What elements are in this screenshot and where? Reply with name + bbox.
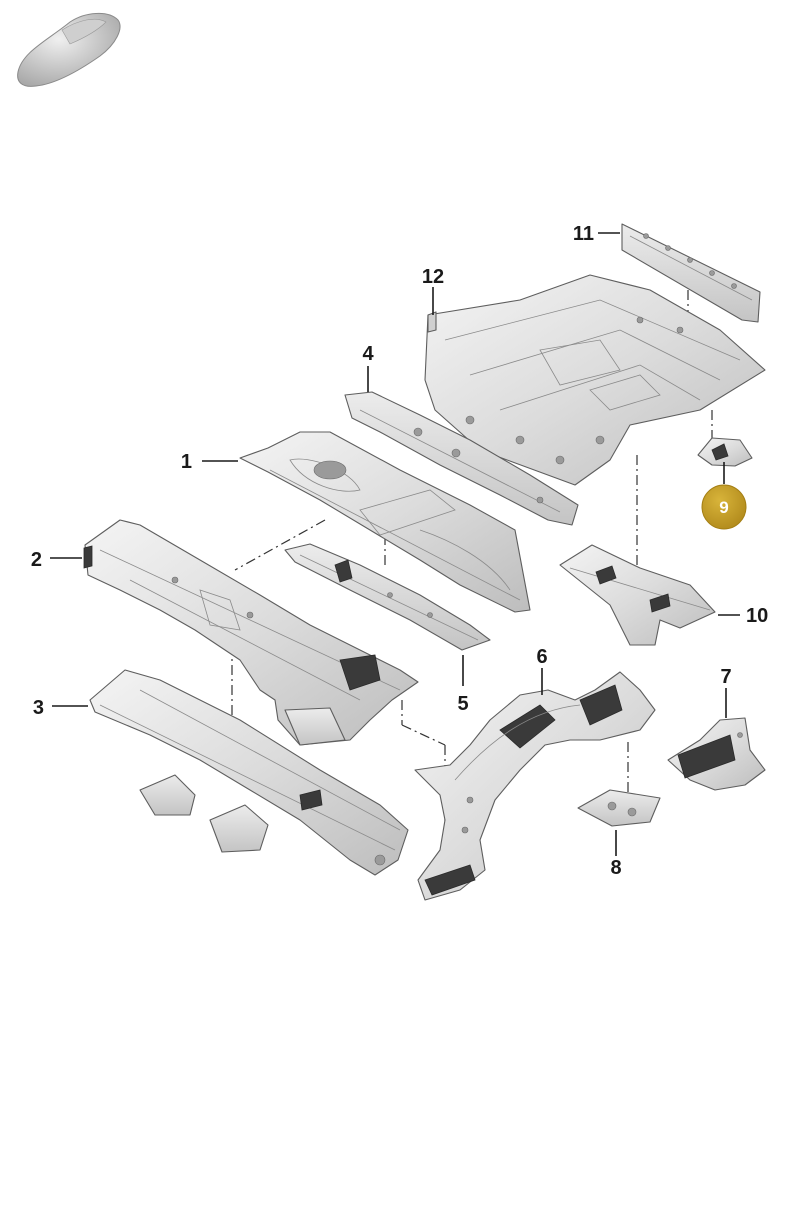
callout-10[interactable]: 10	[746, 605, 768, 627]
part-6-rear-longitudinal[interactable]	[414, 671, 656, 901]
part-8-plate[interactable]	[577, 789, 661, 827]
callout-5[interactable]: 5	[457, 693, 468, 715]
part-3-front-crossmember[interactable]	[89, 669, 409, 876]
callout-9[interactable]: 9	[719, 498, 728, 517]
callout-12[interactable]: 12	[422, 266, 444, 288]
callout-9-badge[interactable]	[701, 484, 747, 530]
callout-4[interactable]: 4	[362, 343, 374, 365]
callout-leaders	[50, 232, 740, 856]
callout-1[interactable]: 1	[181, 451, 192, 473]
callout-6[interactable]: 6	[536, 646, 547, 668]
callout-9-highlighted[interactable]: 9	[701, 484, 747, 530]
part-5-tunnel-reinforcement[interactable]	[284, 543, 491, 651]
callout-11[interactable]: 11	[573, 223, 594, 245]
callout-7[interactable]: 7	[720, 666, 731, 688]
callout-8[interactable]: 8	[610, 857, 621, 879]
callout-3[interactable]: 3	[33, 697, 44, 719]
part-11-rear-crossmember[interactable]	[621, 223, 761, 323]
part-7-bracket[interactable]	[667, 717, 766, 791]
part-1-center-floor-panel[interactable]	[239, 431, 531, 613]
callout-2[interactable]: 2	[31, 549, 42, 571]
car-body-icon	[17, 13, 121, 87]
part-12-rear-floor-pan[interactable]	[424, 274, 766, 486]
callout-labels: 1 2 3 4 5 6 7 8 10 11 12	[31, 223, 768, 879]
part-9-small-bracket[interactable]	[697, 437, 753, 467]
part-10-rear-bracket[interactable]	[559, 544, 716, 646]
part-4-seat-crossmember[interactable]	[344, 391, 579, 526]
part-2-front-floor-tunnel[interactable]	[83, 519, 419, 746]
